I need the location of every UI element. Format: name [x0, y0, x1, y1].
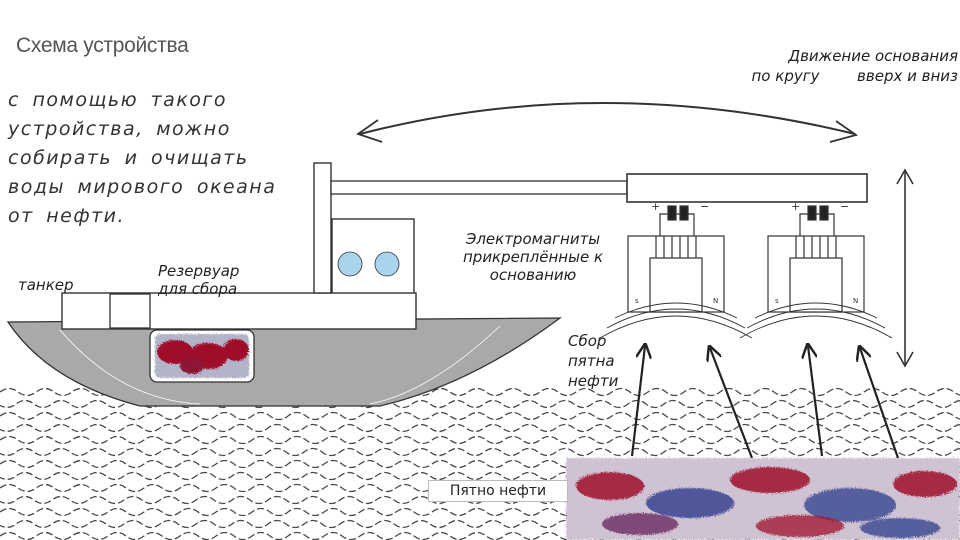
electromagnet-left: [599, 205, 753, 339]
circular-motion-arrow: [359, 102, 856, 135]
oil-slick: [566, 458, 960, 540]
plus-sign: +: [791, 200, 800, 213]
motion-label: Движение основания по кругу вверх и вниз: [738, 46, 959, 86]
reservoir-label: Резервуар для сбора: [158, 262, 240, 298]
wave-line: [0, 447, 960, 457]
tanker-hull: [6, 317, 562, 407]
crane-arm: [330, 180, 628, 195]
wave-line: [0, 411, 960, 421]
wave-line: [0, 435, 960, 445]
minus-sign: −: [840, 200, 849, 213]
reservoir-oil: [155, 334, 249, 378]
collection-label: Сбор пятна нефти: [568, 332, 619, 390]
pole-n-label: N: [713, 297, 718, 305]
porthole: [374, 251, 400, 277]
plus-sign: +: [651, 200, 660, 213]
description-line: воды мирового океана: [8, 176, 277, 198]
arrowhead-right-icon: [829, 120, 859, 143]
pole-s-label: s: [775, 297, 779, 305]
hull-deck-outline: [59, 325, 501, 405]
magnet-base-plate: [626, 173, 868, 203]
motion-updown-label: вверх и вниз: [857, 67, 958, 85]
tanker-block: [109, 293, 151, 329]
wave-line: [0, 423, 960, 433]
vertical-motion-arrow: [896, 168, 914, 368]
pole-n-label: N: [853, 297, 858, 305]
description-line: от нефти.: [8, 205, 126, 227]
description-line: с помощью такого: [8, 89, 228, 111]
oil-spot-label: Пятно нефти: [428, 480, 568, 502]
description-line: собирать и очищать: [8, 147, 249, 169]
mast: [313, 162, 332, 294]
motion-label-line2: по кругу вверх и вниз: [738, 66, 959, 86]
wave-line: [0, 399, 960, 409]
motion-label-line1: Движение основания: [788, 47, 958, 65]
page-title: Схема устройства: [16, 34, 189, 57]
description-line: устройства, можно: [8, 118, 231, 140]
tanker-label: танкер: [18, 276, 74, 294]
collection-arrows: [630, 346, 900, 459]
electromagnets-label: Электромагниты прикреплённые к основанию: [462, 230, 604, 284]
electromagnet-right: [739, 205, 893, 339]
porthole: [337, 251, 363, 277]
minus-sign: −: [700, 200, 709, 213]
description-text: с помощью такого устройства, можно собир…: [8, 86, 298, 231]
pole-s-label: s: [635, 297, 639, 305]
motion-circle-label: по кругу: [751, 67, 820, 85]
arrowhead-left-icon: [356, 119, 383, 143]
